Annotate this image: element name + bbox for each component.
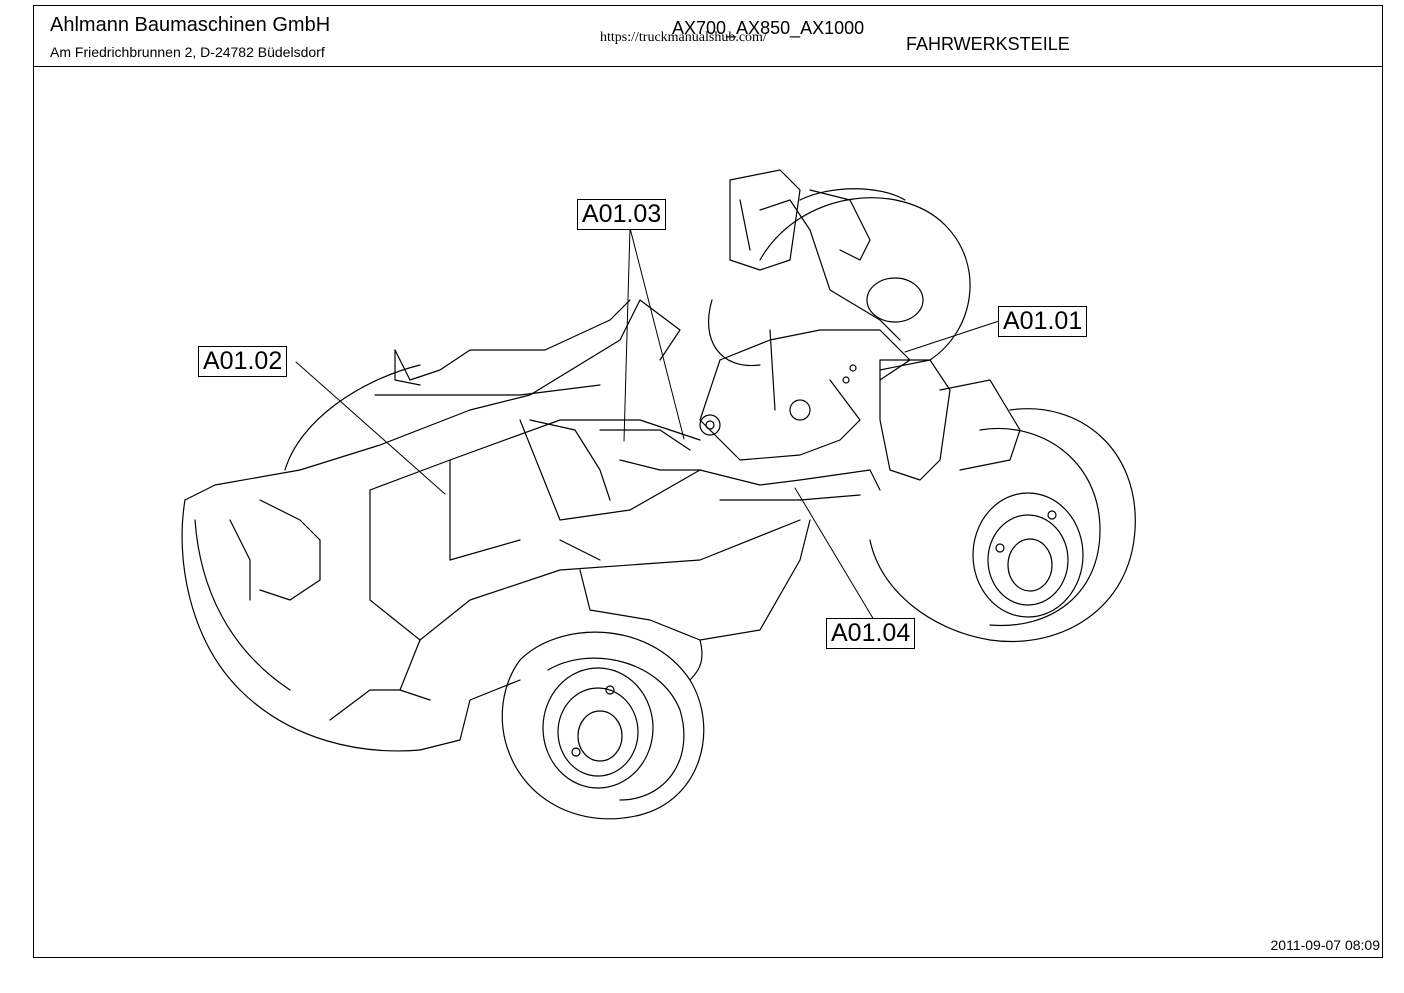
print-timestamp: 2011-09-07 08:09	[1270, 937, 1381, 953]
leader-a0103-right	[629, 227, 685, 440]
rear-lower-wheel	[869, 408, 1136, 643]
section-title: FAHRWERKSTEILE	[906, 34, 1070, 54]
callout-a0101: A01.01	[998, 306, 1088, 337]
company-address: Am Friedrichbrunnen 2, D-24782 Büdelsdor…	[50, 44, 325, 60]
callout-a0103: A01.03	[577, 199, 667, 230]
main-frame	[181, 299, 881, 752]
rear-upper-wheel	[707, 188, 971, 371]
callout-leaders	[295, 227, 1000, 621]
company-name: Ahlmann Baumaschinen GmbH	[50, 14, 331, 36]
callout-a0102: A01.02	[198, 346, 288, 377]
left-wheel-outline	[284, 364, 421, 471]
leader-a0104	[794, 487, 875, 621]
callout-a0104: A01.04	[826, 618, 916, 649]
leader-a0101	[904, 320, 1000, 353]
leader-a0102	[295, 361, 446, 495]
front-wheel	[501, 631, 705, 820]
model-list: AX700_AX850_AX1000	[672, 18, 865, 38]
leader-a0103-left	[623, 227, 631, 442]
rear-axle	[699, 169, 1021, 481]
source-url: https://truckmanualshub.com/	[600, 30, 767, 45]
header-divider	[34, 66, 1382, 67]
drawing-sheet: Ahlmann Baumaschinen GmbH Am Friedrichbr…	[33, 5, 1383, 958]
